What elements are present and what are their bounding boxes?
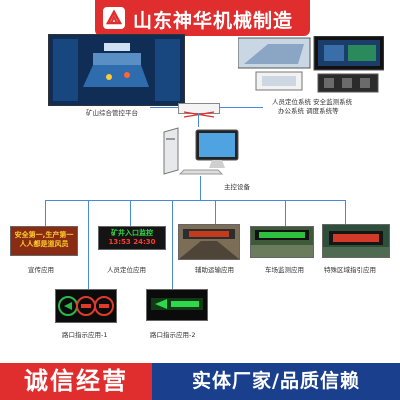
drop-6 bbox=[285, 200, 286, 226]
systems-screens-image bbox=[237, 35, 385, 93]
road2-photo-image bbox=[147, 290, 207, 320]
yard-label: 车场监测应用 bbox=[265, 266, 304, 274]
platform-screen bbox=[48, 34, 185, 106]
publicity-sign: 安全第一,生产第一 人人都是道风员 bbox=[10, 226, 78, 256]
positioning-led-line2: 13:53 24:30 bbox=[108, 238, 156, 246]
positioning-led: 矿井入口监控 13:53 24:30 bbox=[98, 226, 166, 250]
drop-4 bbox=[172, 200, 173, 290]
footer-banner: 诚信经营 实体厂家/品质信赖 bbox=[0, 363, 400, 400]
bus-line bbox=[45, 200, 345, 201]
brand-title: 山东神华机械制造 bbox=[133, 10, 294, 32]
host-label: 主控设备 bbox=[224, 183, 250, 191]
footer-left-slogan: 诚信经营 bbox=[0, 363, 152, 400]
systems-label-line2: 办公系统 调度系统等 bbox=[278, 107, 339, 115]
road2-label: 路口指示应用-2 bbox=[150, 331, 196, 339]
road1-label: 路口指示应用-1 bbox=[62, 331, 108, 339]
platform-label: 矿山综合管控平台 bbox=[86, 109, 138, 117]
host-trunk-line bbox=[200, 176, 201, 200]
brand-banner: 山东神华机械制造 bbox=[95, 0, 310, 36]
transport-label: 辅助运输应用 bbox=[195, 266, 234, 274]
yard-photo bbox=[250, 226, 314, 258]
network-switch bbox=[178, 103, 220, 118]
switch-left-line bbox=[150, 107, 178, 108]
systems-screens bbox=[237, 35, 385, 94]
drop-1 bbox=[45, 200, 46, 226]
host-computer bbox=[162, 126, 240, 176]
computer-icon bbox=[163, 127, 239, 175]
platform-screen-image bbox=[49, 35, 184, 105]
switch-right-line bbox=[219, 107, 263, 108]
transport-photo-image bbox=[179, 225, 239, 259]
special-photo-image bbox=[323, 225, 389, 257]
systems-label-line1: 人员定位系统 安全监测系统 bbox=[272, 98, 353, 106]
road1-photo bbox=[55, 289, 117, 323]
switch-ports-icon bbox=[183, 111, 215, 118]
yard-photo-image bbox=[251, 227, 313, 257]
special-label: 特殊区域指引应用 bbox=[324, 266, 376, 274]
publicity-sign-line2: 人人都是道风员 bbox=[19, 240, 69, 248]
switch-to-host-line bbox=[198, 113, 199, 127]
special-photo bbox=[322, 224, 390, 258]
road2-photo bbox=[146, 289, 208, 321]
road1-photo-image bbox=[56, 290, 116, 322]
publicity-sign-line1: 安全第一,生产第一 bbox=[14, 231, 74, 239]
drop-5 bbox=[215, 200, 216, 226]
drop-7 bbox=[345, 200, 346, 226]
transport-photo bbox=[178, 224, 240, 260]
positioning-label: 人员定位应用 bbox=[107, 266, 146, 274]
brand-logo-icon bbox=[103, 7, 125, 29]
footer-right-slogan: 实体厂家/品质信赖 bbox=[152, 363, 400, 400]
drop-2 bbox=[88, 200, 89, 290]
publicity-label: 宣传应用 bbox=[28, 266, 54, 274]
positioning-led-line1: 矿井入口监控 bbox=[111, 229, 153, 237]
drop-3 bbox=[130, 200, 131, 226]
